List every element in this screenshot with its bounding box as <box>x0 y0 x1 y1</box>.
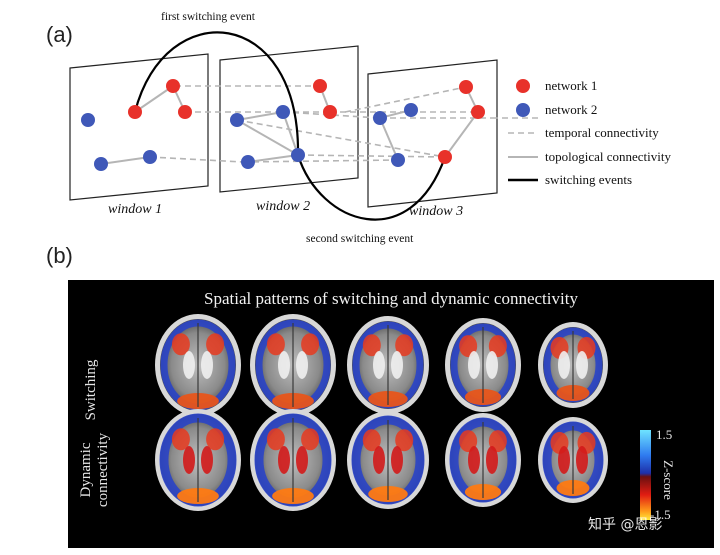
panel-a-label: (a) <box>46 22 73 47</box>
network-2-nodes <box>81 103 418 171</box>
window-2-label: window 2 <box>256 199 310 214</box>
first-switching-event-label: first switching event <box>161 11 256 23</box>
brain-slice <box>250 409 336 511</box>
brain-slice <box>250 314 336 416</box>
brain-maps-panel: Spatial patterns of switching and dynami… <box>68 280 714 548</box>
brain-slice <box>347 316 429 414</box>
brain-maps-canvas: Spatial patterns of switching and dynami… <box>78 289 676 533</box>
legend-network-2-swatch <box>516 103 530 117</box>
second-switching-event-curve <box>296 154 447 221</box>
legend-network-1-swatch <box>516 79 530 93</box>
brain-slices <box>155 314 608 511</box>
panel-b-label: (b) <box>46 243 73 268</box>
legend-network-2-label: network 2 <box>545 102 597 117</box>
legend-network-1-label: network 1 <box>545 78 597 93</box>
window-1-plane <box>69 53 209 201</box>
legend-topological-label: topological connectivity <box>545 149 671 164</box>
panel-b-title: Spatial patterns of switching and dynami… <box>204 289 578 308</box>
first-switching-event-curve <box>133 31 300 156</box>
legend: network 1 network 2 temporal connectivit… <box>508 78 671 187</box>
legend-switching-label: switching events <box>545 172 632 187</box>
network-1-nodes <box>128 79 485 164</box>
brain-slice <box>445 413 521 507</box>
window-1-label: window 1 <box>108 202 162 217</box>
temporal-connectivity-lines <box>149 85 540 163</box>
window-3-label: window 3 <box>409 204 463 219</box>
brain-slice <box>155 409 241 511</box>
brain-slice <box>347 411 429 509</box>
colorbar-min-label: -1.5 <box>650 507 671 522</box>
colorbar <box>640 430 651 520</box>
row-label-connectivity: connectivity <box>95 432 111 507</box>
brain-slice <box>538 322 608 408</box>
colorbar-axis-label: Z-score <box>661 460 676 500</box>
row-label-switching: Switching <box>83 359 99 420</box>
second-switching-event-label: second switching event <box>306 233 414 245</box>
brain-slice <box>155 314 241 416</box>
colorbar-max-label: 1.5 <box>656 427 672 442</box>
row-label-dynamic: Dynamic <box>78 442 94 497</box>
watermark: 知乎 @恩影 <box>588 516 662 533</box>
window-3-plane <box>367 59 498 208</box>
legend-temporal-label: temporal connectivity <box>545 125 659 140</box>
brain-slice <box>445 318 521 412</box>
temporal-network-diagram: first switching event second switching e… <box>69 11 671 245</box>
brain-slice <box>538 417 608 503</box>
